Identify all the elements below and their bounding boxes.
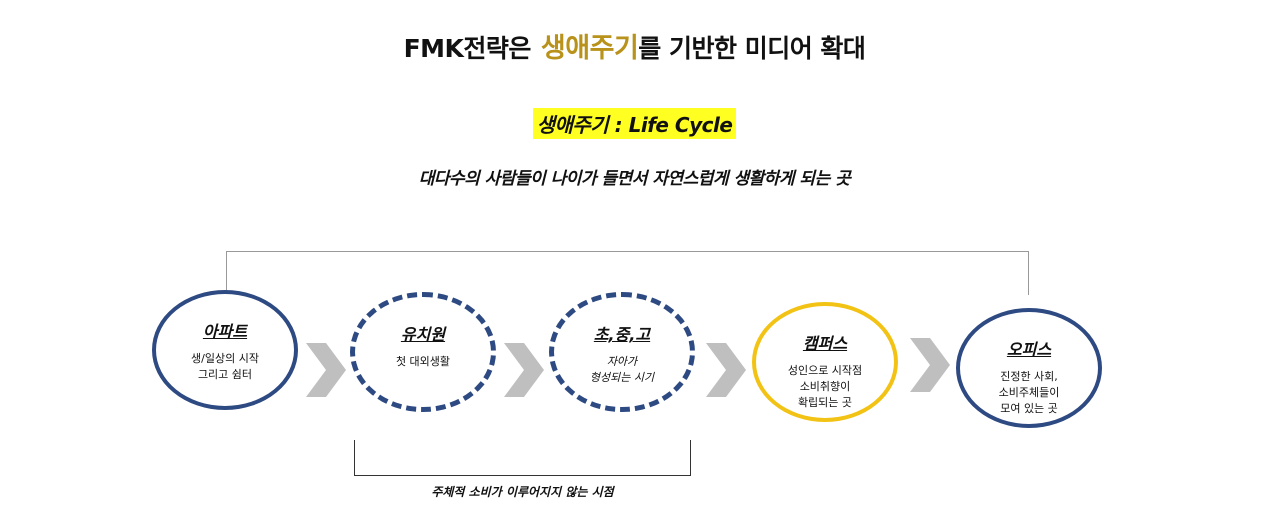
stage-desc: 생/일상의 시작 그리고 쉼터 xyxy=(191,352,259,381)
stage-name: 오피스 xyxy=(1006,340,1052,359)
bracket-label: 주체적 소비가 이루어지지 않는 시점 xyxy=(431,485,614,499)
title-accent: 생애주기 xyxy=(540,33,639,64)
stage-desc: 첫 대외생활 xyxy=(395,355,451,368)
bottom-bracket xyxy=(354,440,691,476)
stage-name: 캠퍼스 xyxy=(802,334,848,353)
stage-name: 아파트 xyxy=(202,322,248,341)
stage-office: 오피스 진정한 사회, 소비주체들이 모여 있는 곳 xyxy=(956,308,1102,428)
stage-name: 초,중,고 xyxy=(593,325,651,344)
chevron-right-icon xyxy=(504,343,544,397)
stage-desc: 성인으로 시작점 소비취향이 확립되는 곳 xyxy=(787,364,863,409)
stage-school: 초,중,고 자아가 형성되는 시기 xyxy=(549,292,695,412)
chevron-right-icon xyxy=(910,338,950,392)
stage-campus: 캠퍼스 성인으로 시작점 소비취향이 확립되는 곳 xyxy=(752,302,898,422)
stage-apartment: 아파트 생/일상의 시작 그리고 쉼터 xyxy=(152,290,298,410)
subtitle: 생애주기 : Life Cycle xyxy=(532,108,737,139)
chevron-right-icon xyxy=(306,343,346,397)
subtitle-container: 생애주기 : Life Cycle xyxy=(0,108,1269,139)
description: 대다수의 사람들이 나이가 들면서 자연스럽게 생활하게 되는 곳 xyxy=(418,169,851,189)
chevron-right-icon xyxy=(706,343,746,397)
stage-desc: 자아가 형성되는 시기 xyxy=(589,355,655,384)
page-title: FMK전략은 생애주기를 기반한 미디어 확대 xyxy=(0,26,1269,65)
title-prefix: FMK전략은 xyxy=(403,34,532,63)
stage-name: 유치원 xyxy=(400,325,446,344)
title-suffix: 를 기반한 미디어 확대 xyxy=(638,34,866,63)
stage-kindergarten: 유치원 첫 대외생활 xyxy=(350,292,496,412)
stage-desc: 진정한 사회, 소비주체들이 모여 있는 곳 xyxy=(998,370,1060,415)
top-connector-bracket xyxy=(226,251,1029,295)
